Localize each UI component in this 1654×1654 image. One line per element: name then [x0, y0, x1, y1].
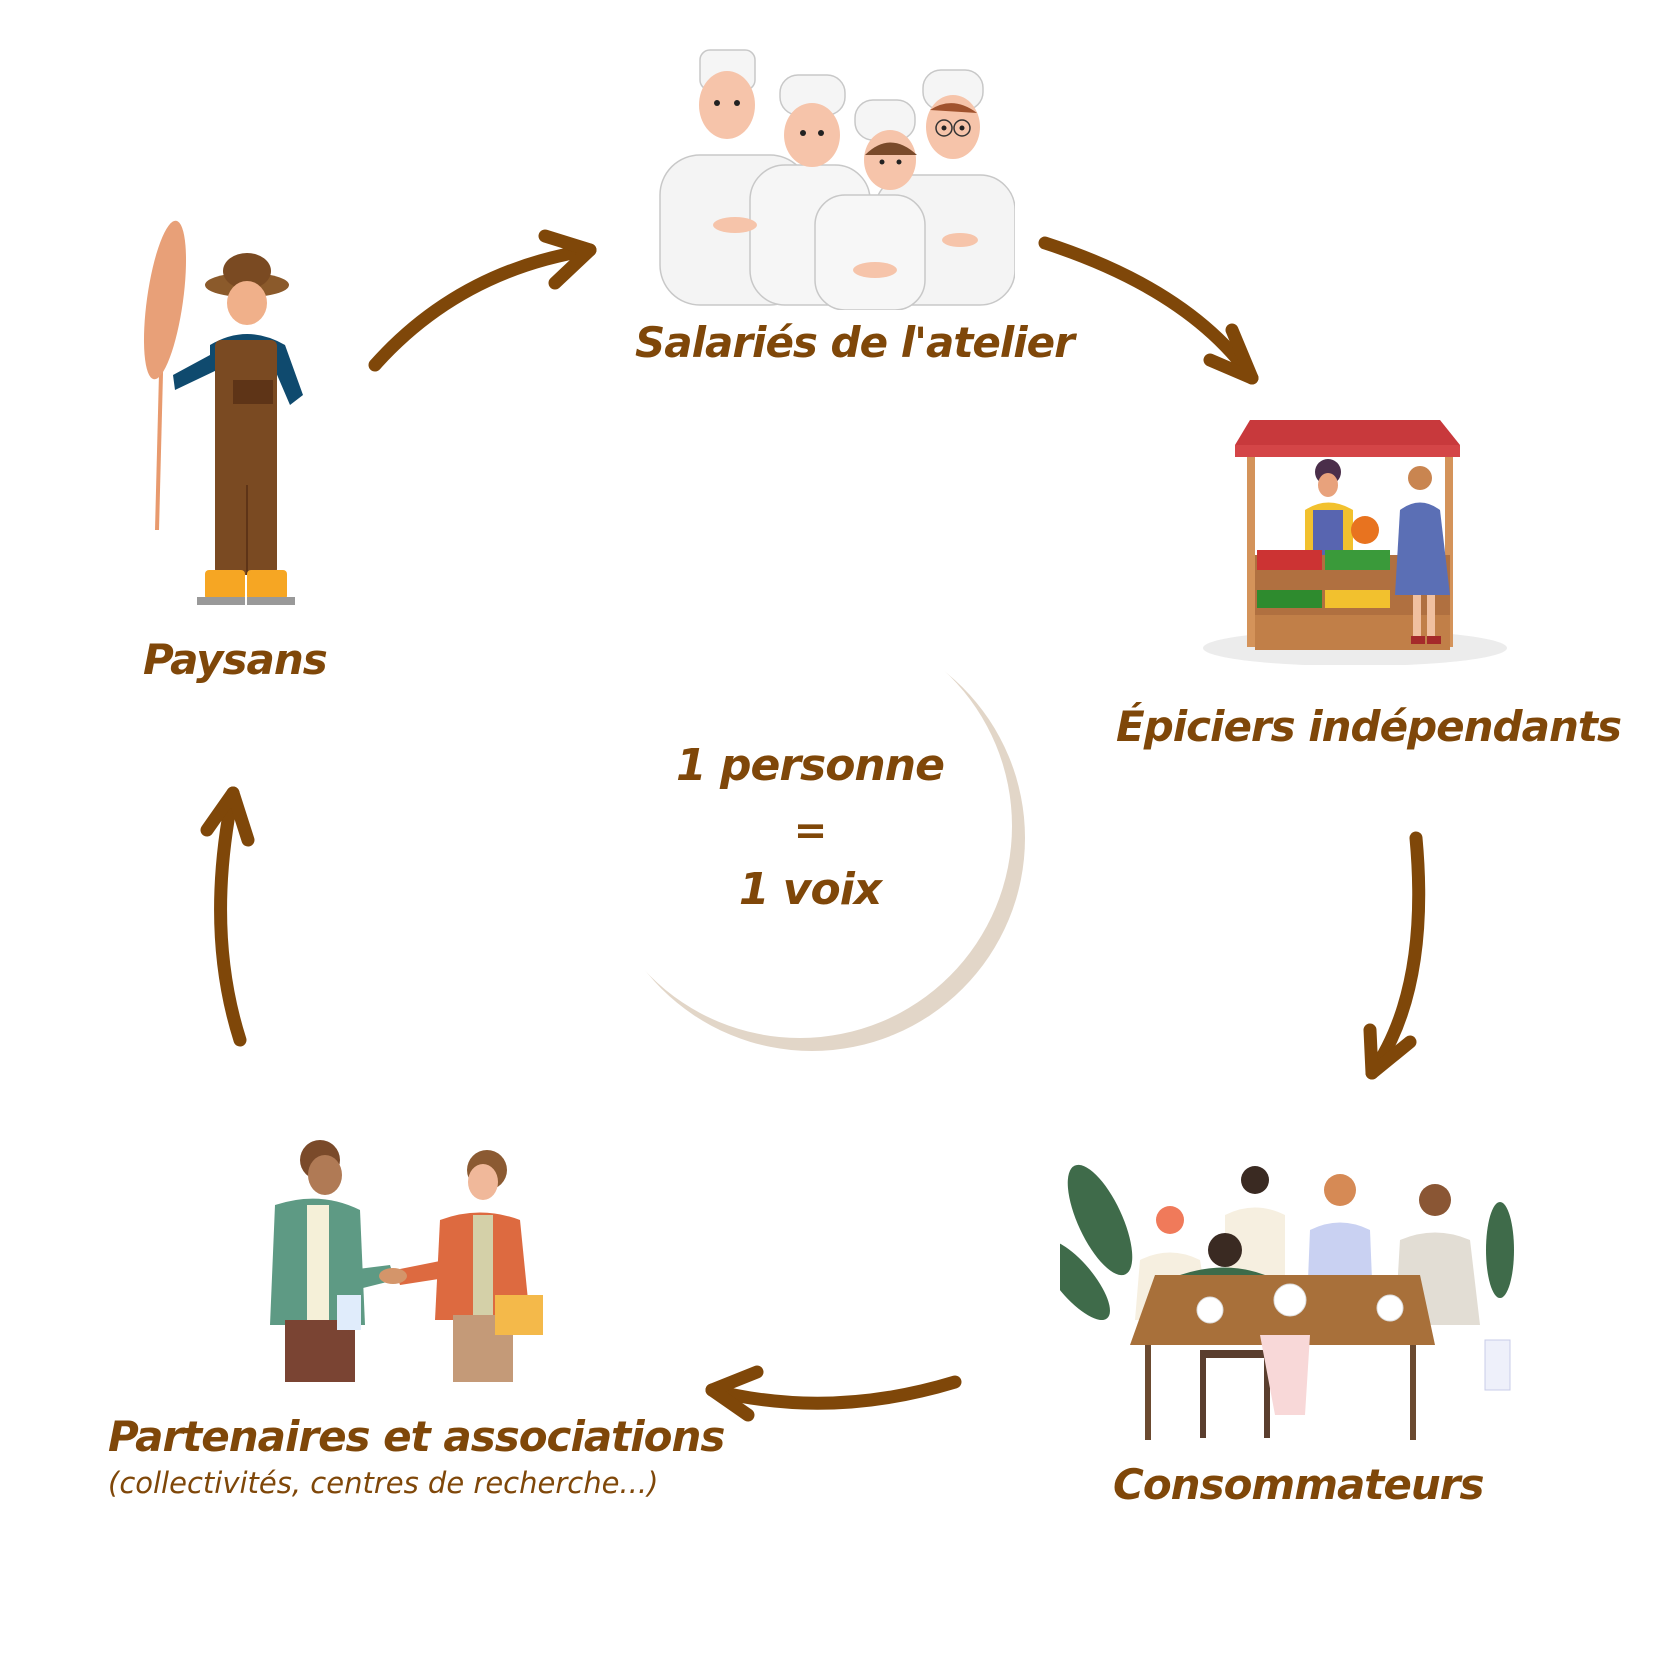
- market-stall-illustration: [1203, 420, 1507, 665]
- arrow-salaries-to-epiciers: [1038, 236, 1259, 385]
- dinner-table-illustration: [1060, 1164, 1514, 1440]
- center-line-1: 1 personne: [676, 740, 945, 791]
- node-label-partenaires: Partenaires et associations: [108, 1412, 725, 1461]
- arrow-paysans-to-salaries: [368, 229, 597, 372]
- center-line-3: 1 voix: [738, 864, 882, 915]
- arrow-partenaires-to-paysans: [200, 786, 255, 1047]
- node-label-consommateurs: Consommateurs: [1113, 1460, 1484, 1509]
- node-sublabel-partenaires: (collectivités, centres de recherche...): [108, 1466, 659, 1500]
- center-line-2: =: [793, 808, 828, 854]
- farmer-with-wheat-illustration: [143, 220, 303, 605]
- arrow-epiciers-to-consommateurs: [1363, 831, 1426, 1080]
- handshake-illustration: [270, 1140, 543, 1382]
- node-label-salaries: Salariés de l'atelier: [635, 318, 1075, 367]
- chefs-group-illustration: [659, 49, 1015, 310]
- arrow-consommateurs-to-partenaires: [705, 1365, 962, 1422]
- node-label-epiciers: Épiciers indépendants: [1116, 702, 1622, 751]
- node-label-paysans: Paysans: [143, 635, 328, 684]
- center-circle-body: [588, 614, 1012, 1038]
